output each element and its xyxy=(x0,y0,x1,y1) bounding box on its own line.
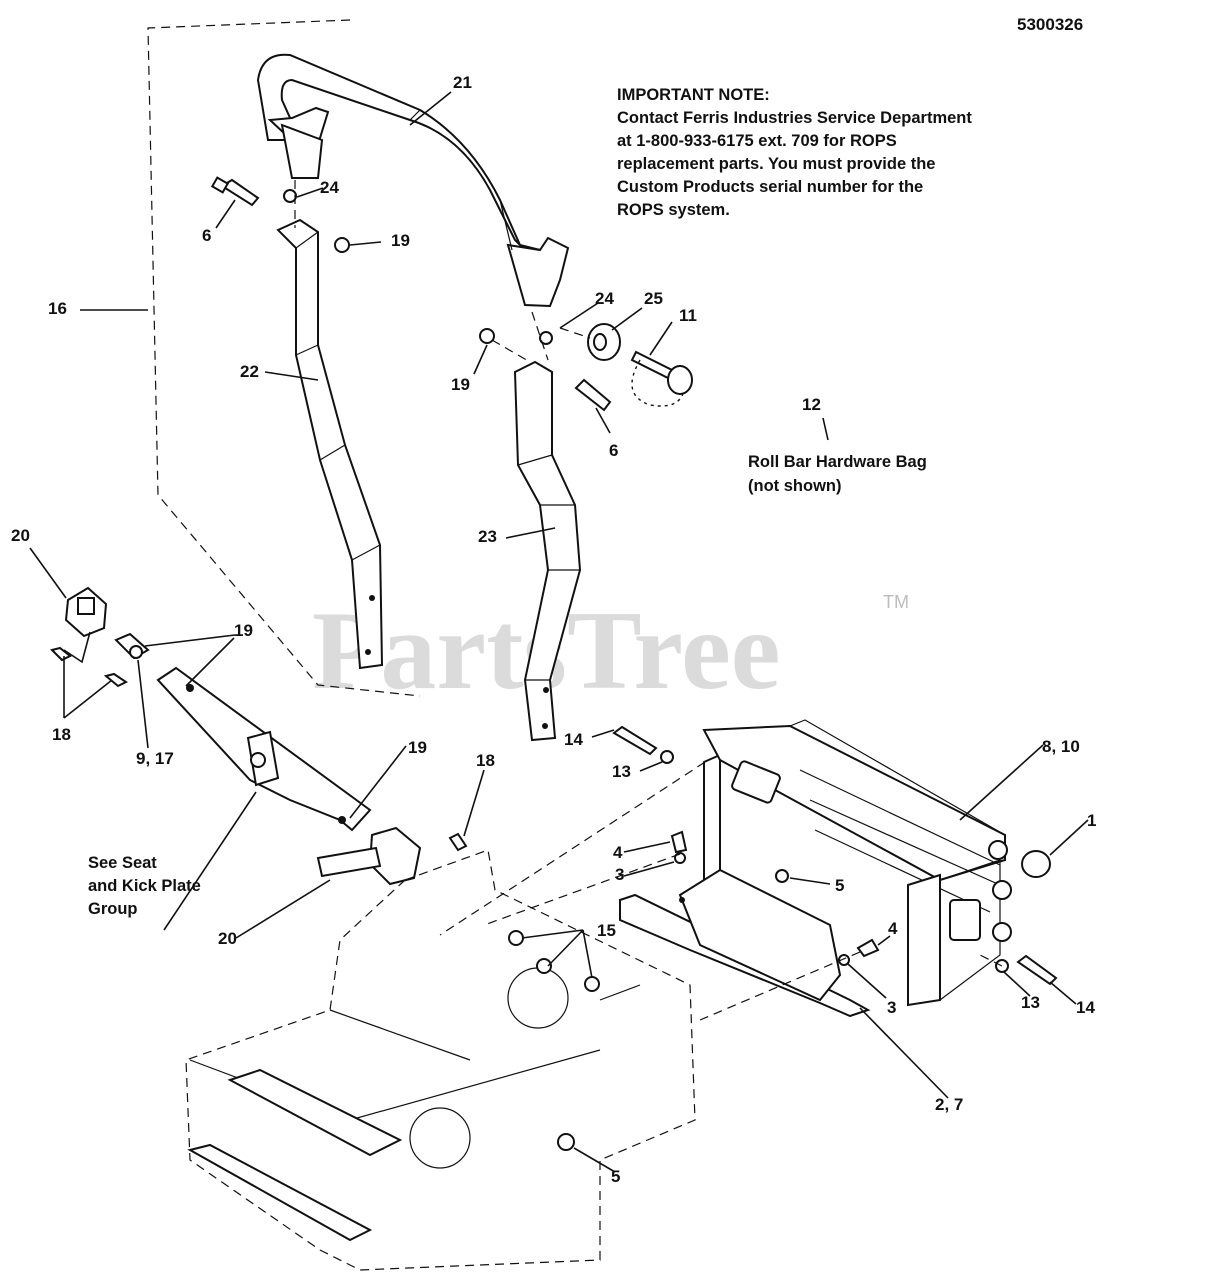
callout-11: 11 xyxy=(679,306,697,325)
callout-20b: 20 xyxy=(218,929,237,948)
roll-bar-right-upright xyxy=(513,360,582,742)
mower-frame xyxy=(185,849,696,1271)
callout-6b: 6 xyxy=(609,441,618,460)
callout-8-10: 8, 10 xyxy=(1042,737,1080,756)
nut-19-right xyxy=(479,328,495,344)
callout-5a: 5 xyxy=(835,876,844,895)
document-id: 5300326 xyxy=(1017,15,1083,34)
nut-5-bottom xyxy=(557,1133,575,1151)
callout-9-17: 9, 17 xyxy=(136,749,174,768)
see-group-line-2: and Kick Plate xyxy=(88,877,201,895)
callout-19d: 19 xyxy=(408,738,427,757)
callout-4b: 4 xyxy=(888,919,898,938)
callout-15: 15 xyxy=(597,921,616,940)
callout-24a: 24 xyxy=(320,178,339,197)
bolts-18 xyxy=(50,646,128,688)
nut-24-right xyxy=(539,331,553,345)
spacer-25 xyxy=(587,323,621,361)
hardware-bag-line-1: Roll Bar Hardware Bag xyxy=(748,453,927,471)
callout-13a: 13 xyxy=(612,762,631,781)
callout-18a: 18 xyxy=(52,725,71,744)
roll-bar-top-hoop xyxy=(256,53,570,308)
callout-1: 1 xyxy=(1087,811,1096,830)
callout-5b: 5 xyxy=(611,1167,620,1186)
callout-23: 23 xyxy=(478,527,497,546)
tray-2-7 xyxy=(619,868,871,1018)
washer-3-right xyxy=(838,954,850,966)
spacer-9-17 xyxy=(114,632,150,660)
bolt-4-left xyxy=(670,830,688,854)
callout-13b: 13 xyxy=(1021,993,1040,1012)
bolt-14-left xyxy=(612,725,658,756)
note-line-5: Custom Products serial number for the xyxy=(617,178,923,196)
callout-19c: 19 xyxy=(234,621,253,640)
seat-belt-buckle-20 xyxy=(64,586,108,638)
nut-24-left xyxy=(283,189,297,203)
watermark-trademark: TM xyxy=(883,592,909,612)
callout-16: 16 xyxy=(48,299,67,318)
callout-12: 12 xyxy=(802,395,821,414)
seat-rail-bracket xyxy=(156,666,372,832)
callout-4a: 4 xyxy=(613,843,623,862)
hardware-bag-note: 12 Roll Bar Hardware Bag (not shown) xyxy=(748,395,927,495)
see-group-line-3: Group xyxy=(88,900,138,918)
note-line-3: at 1-800-933-6175 ext. 709 for ROPS xyxy=(617,132,897,150)
note-line-1: IMPORTANT NOTE: xyxy=(617,86,770,104)
see-seat-group-note: See Seat and Kick Plate Group xyxy=(88,854,201,918)
hardware-bag-line-2: (not shown) xyxy=(748,477,841,495)
callout-2-7: 2, 7 xyxy=(935,1095,963,1114)
bolt-14-right xyxy=(1016,954,1058,986)
callout-3a: 3 xyxy=(615,865,624,884)
bolt-6-right xyxy=(574,378,612,412)
callout-24b: 24 xyxy=(595,289,614,308)
note-line-2: Contact Ferris Industries Service Depart… xyxy=(617,109,972,127)
callout-21: 21 xyxy=(453,73,472,92)
see-group-line-1: See Seat xyxy=(88,854,157,872)
hitch-pin-11 xyxy=(630,350,693,407)
callouts: 21 24 6 19 16 24 25 11 19 6 22 23 20 19 … xyxy=(11,73,1096,1186)
callout-25: 25 xyxy=(644,289,663,308)
callout-18b: 18 xyxy=(476,751,495,770)
assembly-16-outline xyxy=(147,19,421,697)
note-line-4: replacement parts. You must provide the xyxy=(617,155,935,173)
important-note: IMPORTANT NOTE: Contact Ferris Industrie… xyxy=(617,86,972,219)
roll-bar-left-upright xyxy=(276,218,384,670)
bolt-18-right xyxy=(448,832,468,852)
callout-14a: 14 xyxy=(564,730,583,749)
callout-6a: 6 xyxy=(202,226,211,245)
nut-19-left xyxy=(334,237,350,253)
note-line-6: ROPS system. xyxy=(617,201,730,219)
bolt-4-right xyxy=(856,938,880,958)
leader-lines xyxy=(29,91,1089,1173)
callout-19b: 19 xyxy=(451,375,470,394)
bolt-6-left xyxy=(210,176,260,207)
callout-22: 22 xyxy=(240,362,259,381)
seat-belt-latch-20 xyxy=(316,826,422,886)
callout-14b: 14 xyxy=(1076,998,1095,1017)
nut-5-top xyxy=(775,869,789,883)
washer-13-left xyxy=(660,750,674,764)
cap-1 xyxy=(1021,850,1051,878)
callout-20a: 20 xyxy=(11,526,30,545)
callout-3b: 3 xyxy=(887,998,896,1017)
callout-19a: 19 xyxy=(391,231,410,250)
rops-mount-bracket-8-10 xyxy=(702,719,1012,1007)
